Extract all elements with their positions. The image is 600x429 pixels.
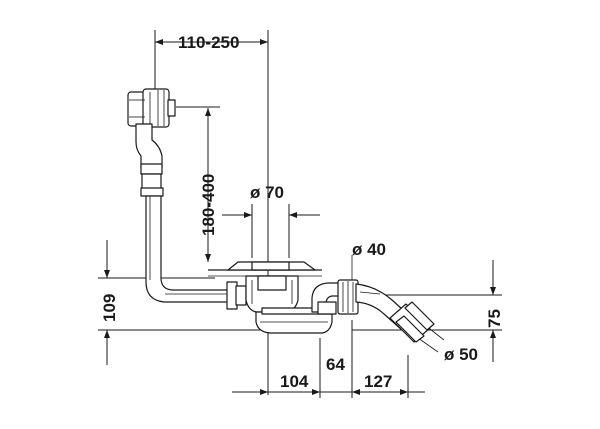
overflow-reach-label: 110-250 xyxy=(178,33,239,52)
trap-riser xyxy=(311,282,343,315)
outlet-length-label: 127 xyxy=(364,372,392,391)
drain-offset-label: 104 xyxy=(280,372,309,391)
dimension-labels: 110-250 180-400 ø 70 ø 40 109 75 104 64 … xyxy=(100,33,504,391)
drain-body xyxy=(208,261,333,334)
outlet-height-label: 75 xyxy=(485,309,504,328)
connector-nut-left xyxy=(226,281,247,310)
outlet-elbow xyxy=(337,279,435,343)
trap-spacing-label: 64 xyxy=(326,355,345,374)
drain-diameter-label: ø 70 xyxy=(250,183,284,202)
overflow-head xyxy=(127,88,176,128)
pipe-diameter-label: ø 50 xyxy=(444,345,478,364)
overflow-height-label: 180-400 xyxy=(199,174,218,236)
dimension-lines xyxy=(98,30,502,398)
trap-outlet-diameter-label: ø 40 xyxy=(352,240,386,259)
height-left-label: 109 xyxy=(100,294,119,322)
